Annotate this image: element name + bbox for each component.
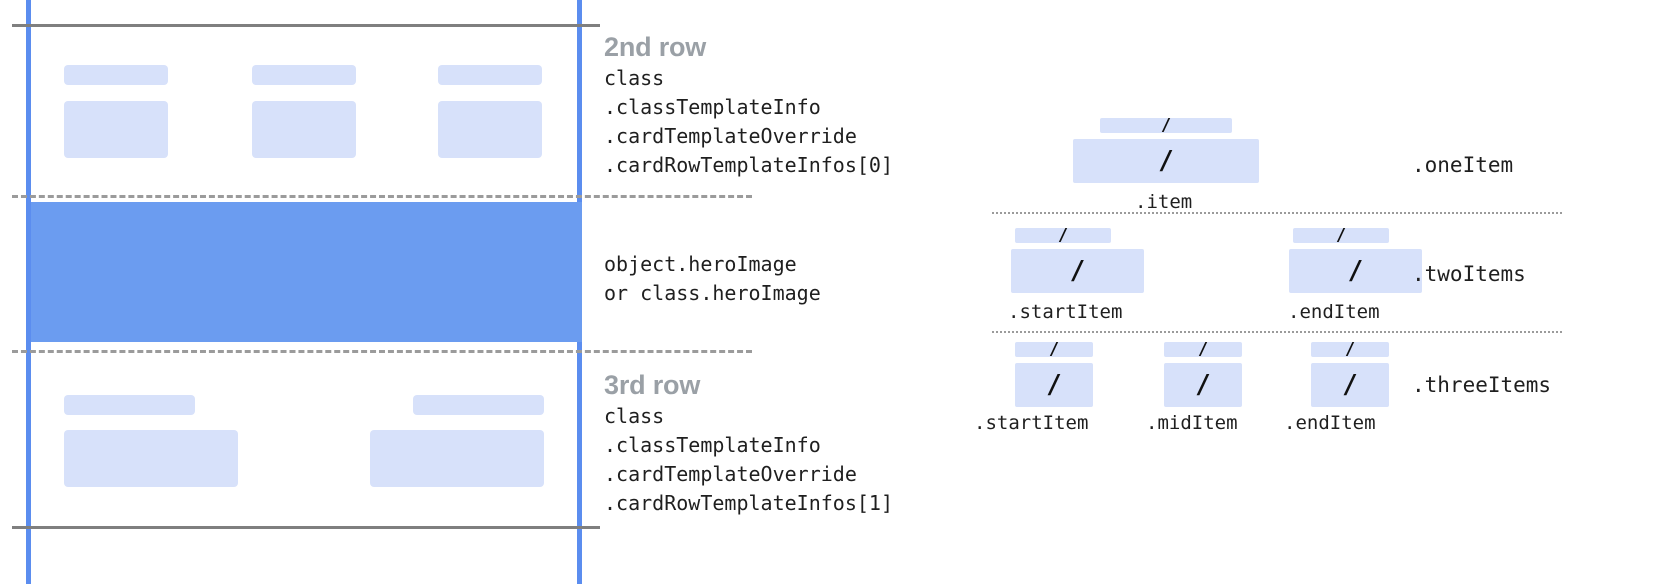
oneitem-twoitems-separator [992,212,1562,214]
pattern-threeitems-startitem: / / [1015,339,1093,407]
row3-cell1-value-chip [64,430,238,487]
twoitems-threeitems-separator [992,331,1562,333]
pattern-label-threeitems: .threeItems [1412,373,1552,397]
slash-icon: / [1195,370,1211,400]
oneitem-item-body-chip: / [1073,139,1259,183]
third-row-title: 3rd row [604,370,701,400]
pattern-oneitem-item: / / [1073,115,1259,183]
row2-cell2-label-chip [252,65,356,85]
pattern-label-twoitems: .twoItems [1412,262,1526,286]
row2-hero-separator [12,195,752,198]
threeitems-startitem-top-chip: / [1015,339,1093,359]
threeitems-enditem-body-chip: / [1311,363,1389,407]
pattern-threeitems-miditem: / / [1164,339,1242,407]
slash-icon: / [1048,339,1060,359]
hero-code: object.heroImage or class.heroImage [604,252,821,305]
caption-hero: object.heroImage or class.heroImage [604,250,821,308]
row2-cell1-value-chip [64,101,168,158]
pattern-label-oneitem: .oneItem [1412,153,1514,177]
twoitems-startitem-top-chip: / [1015,225,1111,245]
twoitems-startitem-caption: .startItem [1008,301,1123,323]
pattern-twoitems-startitem: / / [1011,225,1144,293]
slash-icon: / [1069,256,1086,286]
row2-cell2-value-chip [252,101,356,158]
threeitems-miditem-top-chip: / [1164,339,1242,359]
card-bottom-rule [12,526,600,529]
card-mockup [0,0,752,584]
threeitems-startitem-body-chip: / [1015,363,1093,407]
pattern-threeitems-enditem: / / [1311,339,1389,407]
twoitems-enditem-caption: .endItem [1288,301,1380,323]
slash-icon: / [1046,370,1062,400]
row2-cell1-label-chip [64,65,168,85]
oneitem-item-caption: .item [1135,191,1193,213]
slash-icon: / [1342,370,1358,400]
second-row-title: 2nd row [604,32,707,62]
slash-icon: / [1197,339,1209,359]
slash-icon: / [1057,225,1069,245]
third-row-code: class .classTemplateInfo .cardTemplateOv… [604,404,893,515]
slash-icon: / [1347,256,1364,286]
slash-icon: / [1158,146,1174,176]
twoitems-enditem-top-chip: / [1293,225,1389,245]
caption-third-row: 3rd row class .classTemplateInfo .cardTe… [604,368,893,518]
threeitems-enditem-caption: .endItem [1284,412,1376,434]
row2-cell3-value-chip [438,101,542,158]
hero-image-block [31,202,582,342]
threeitems-enditem-top-chip: / [1311,339,1389,359]
threeitems-startitem-caption: .startItem [974,412,1089,434]
slash-icon: / [1160,115,1172,135]
caption-second-row: 2nd row class .classTemplateInfo .cardTe… [604,30,893,180]
row3-cell1-label-chip [64,395,195,415]
threeitems-miditem-body-chip: / [1164,363,1242,407]
pattern-twoitems-enditem: / / [1289,225,1422,293]
slash-icon: / [1344,339,1356,359]
oneitem-item-top-chip: / [1100,115,1232,135]
card-top-rule [12,24,600,27]
threeitems-miditem-caption: .midItem [1146,412,1238,434]
second-row-code: class .classTemplateInfo .cardTemplateOv… [604,66,893,177]
row2-cell3-label-chip [438,65,542,85]
twoitems-enditem-body-chip: / [1289,249,1422,293]
twoitems-startitem-body-chip: / [1011,249,1144,293]
item-layout-patterns: / / .item .oneItem / / .startItem / / [960,0,1676,584]
card-left-guide-rail [26,0,31,584]
row3-cell2-value-chip [370,430,544,487]
row3-cell2-label-chip [413,395,544,415]
slash-icon: / [1335,225,1347,245]
hero-row3-separator [12,350,752,353]
